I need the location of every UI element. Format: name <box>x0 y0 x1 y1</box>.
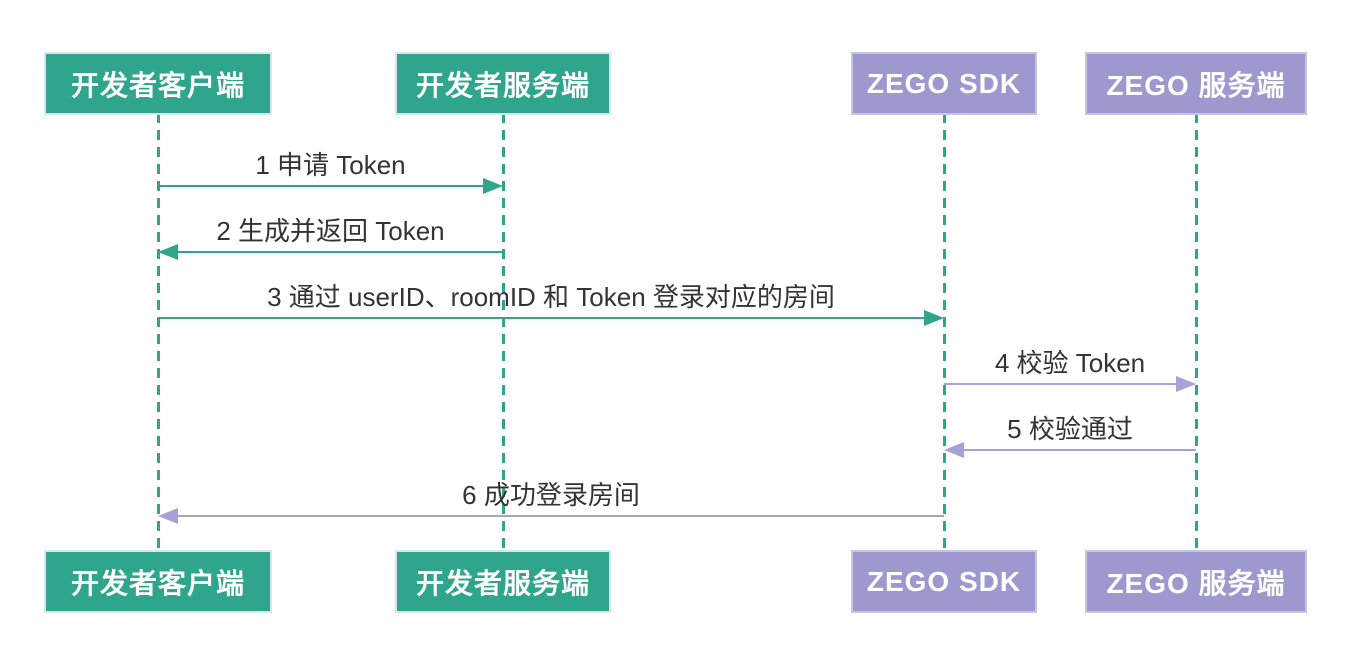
message-line-3 <box>158 317 926 319</box>
actor-label: 开发者服务端 <box>415 567 590 599</box>
message-line-6 <box>176 515 944 517</box>
lifeline-zego-sdk <box>942 113 946 552</box>
actor-label: 开发者客户端 <box>70 69 245 101</box>
actor-label: ZEGO 服务端 <box>1106 69 1286 101</box>
message-line-4 <box>944 383 1178 385</box>
message-label-5: 5 校验通过 <box>1007 414 1133 444</box>
actor-label: 开发者服务端 <box>415 69 590 101</box>
actor-box-bottom-dev-client: 开发者客户端 <box>44 550 272 613</box>
actor-box-bottom-zego-server: ZEGO 服务端 <box>1085 550 1307 613</box>
message-label-1: 1 申请 Token <box>255 150 406 180</box>
actor-label: 开发者客户端 <box>70 567 245 599</box>
arrowhead-icon-5 <box>944 442 964 458</box>
lifeline-dev-client <box>156 113 160 552</box>
message-line-1 <box>158 185 485 187</box>
message-label-6: 6 成功登录房间 <box>462 480 640 510</box>
arrowhead-icon-4 <box>1176 376 1196 392</box>
actor-box-top-dev-server: 开发者服务端 <box>395 52 611 115</box>
actor-box-top-zego-sdk: ZEGO SDK <box>851 52 1037 115</box>
message-line-2 <box>176 251 503 253</box>
actor-box-bottom-dev-server: 开发者服务端 <box>395 550 611 613</box>
message-label-4: 4 校验 Token <box>994 348 1146 378</box>
actor-label: ZEGO SDK <box>866 67 1022 99</box>
arrowhead-icon-1 <box>483 178 503 194</box>
message-label-2: 2 生成并返回 Token <box>216 216 445 246</box>
actor-box-top-dev-client: 开发者客户端 <box>44 52 272 115</box>
actor-box-top-zego-server: ZEGO 服务端 <box>1085 52 1307 115</box>
actor-label: ZEGO SDK <box>866 565 1022 597</box>
arrowhead-icon-3 <box>924 310 944 326</box>
arrowhead-icon-2 <box>158 244 178 260</box>
actor-label: ZEGO 服务端 <box>1106 567 1286 599</box>
lifeline-zego-server <box>1194 113 1198 552</box>
actor-box-bottom-zego-sdk: ZEGO SDK <box>851 550 1037 613</box>
message-label-3: 3 通过 userID、roomID 和 Token 登录对应的房间 <box>267 282 835 312</box>
message-line-5 <box>962 449 1196 451</box>
arrowhead-icon-6 <box>158 508 178 524</box>
lifeline-dev-server <box>501 113 505 552</box>
